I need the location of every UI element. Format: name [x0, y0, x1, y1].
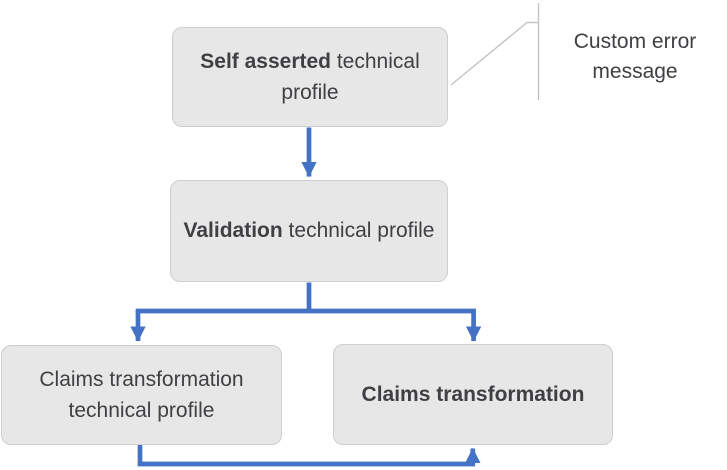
callout-custom-error-message: Custom error message [573, 30, 697, 84]
node-label: Validation technical profile [184, 215, 435, 247]
node-label-bold: Validation [183, 219, 283, 243]
node-validation-technical-profile: Validation technical profile [170, 180, 448, 282]
node-label-rest: technical profile [282, 219, 435, 243]
node-label: Claims transformation [361, 382, 585, 406]
node-claims-transformation-technical-profile: Claims transformation technical profile [1, 345, 282, 445]
node-label-bold: Self asserted [200, 49, 332, 73]
node-label: Claims transformation technical profile [39, 367, 244, 423]
arrow-claims-tp-to-claims-transformation [137, 444, 481, 467]
callout-leader-line [450, 21, 539, 86]
node-self-asserted-technical-profile: Self asserted technical profile [172, 27, 448, 127]
node-label-rest: technical profile [281, 49, 420, 105]
node-claims-transformation: Claims transformation [333, 344, 613, 445]
node-label: Self asserted technical profile [184, 46, 436, 109]
